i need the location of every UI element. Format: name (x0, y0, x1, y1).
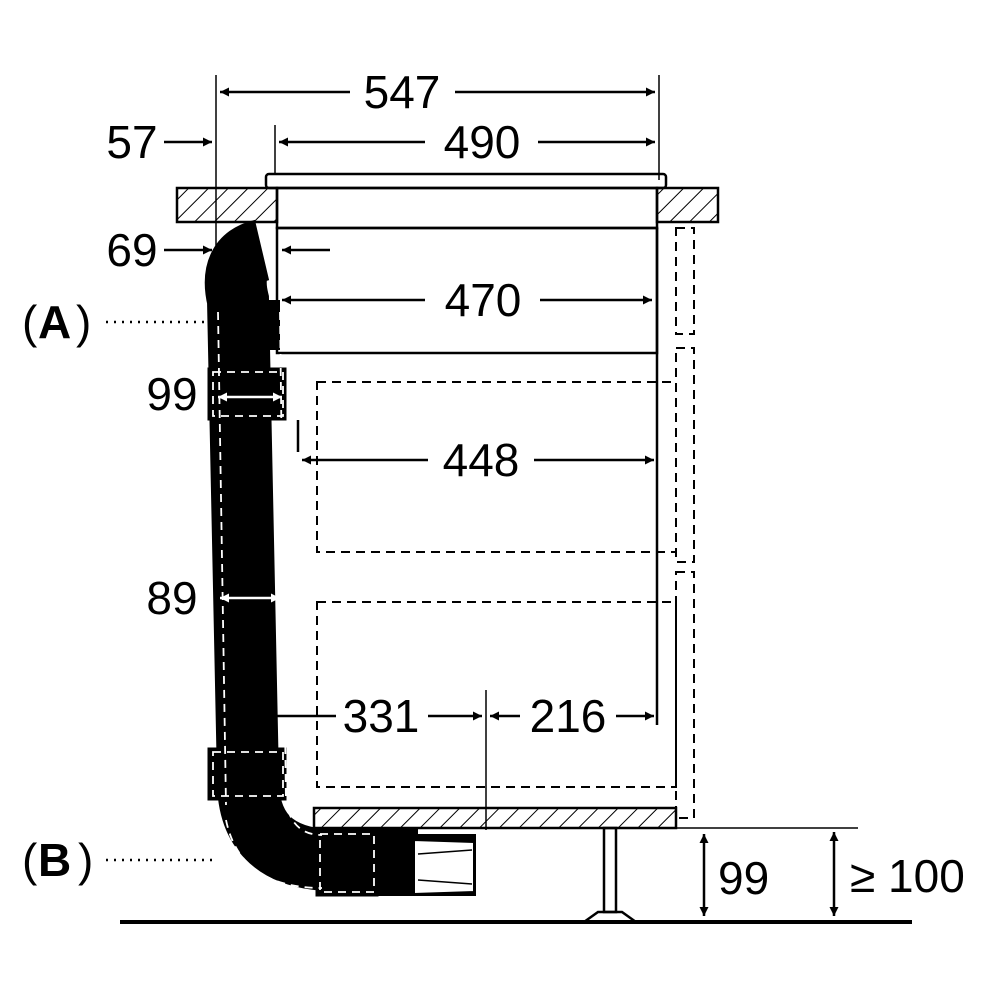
dim-331-label: 331 (343, 690, 420, 742)
dim-min-100: ≥ 100 (829, 832, 965, 916)
dim-216: 216 (490, 690, 654, 742)
callout-a-open-paren: ( (22, 296, 38, 348)
dim-57: 57 (106, 116, 212, 168)
dim-490: 490 (279, 116, 655, 168)
cabinet-outline (296, 227, 695, 819)
dim-99-floor-label: 99 (718, 852, 769, 904)
dim-470-label: 470 (445, 274, 522, 326)
dim-57-label: 57 (106, 116, 157, 168)
dim-448: 448 (302, 434, 654, 486)
hob-unit (264, 172, 668, 725)
dim-69: 69 (106, 224, 330, 276)
callout-b: ( B ) (22, 834, 218, 886)
dim-331: 331 (222, 690, 482, 742)
callout-b-open-paren: ( (22, 834, 38, 886)
plinth (312, 806, 678, 924)
dim-448-label: 448 (443, 434, 520, 486)
callout-a-close-paren: ) (76, 296, 91, 348)
dim-547: 547 (220, 66, 655, 118)
dim-490-label: 490 (444, 116, 521, 168)
dim-216-label: 216 (530, 690, 607, 742)
dim-min-100-label: ≥ 100 (850, 850, 965, 902)
duct-pipe (204, 219, 476, 897)
dim-99-pipe: 99 (146, 368, 282, 420)
dim-69-label: 69 (106, 224, 157, 276)
dim-470: 470 (282, 274, 652, 326)
callout-a-letter: A (38, 296, 71, 348)
dim-99-pipe-label: 99 (146, 368, 197, 420)
extension-lines (215, 75, 858, 830)
dim-89-pipe: 89 (146, 572, 280, 624)
countertop (175, 186, 720, 224)
dim-99-floor: 99 (699, 834, 769, 916)
dim-89-pipe-label: 89 (146, 572, 197, 624)
callout-a: ( A ) (22, 296, 210, 348)
dim-547-label: 547 (364, 66, 441, 118)
callout-b-close-paren: ) (78, 834, 93, 886)
callout-b-letter: B (38, 834, 71, 886)
